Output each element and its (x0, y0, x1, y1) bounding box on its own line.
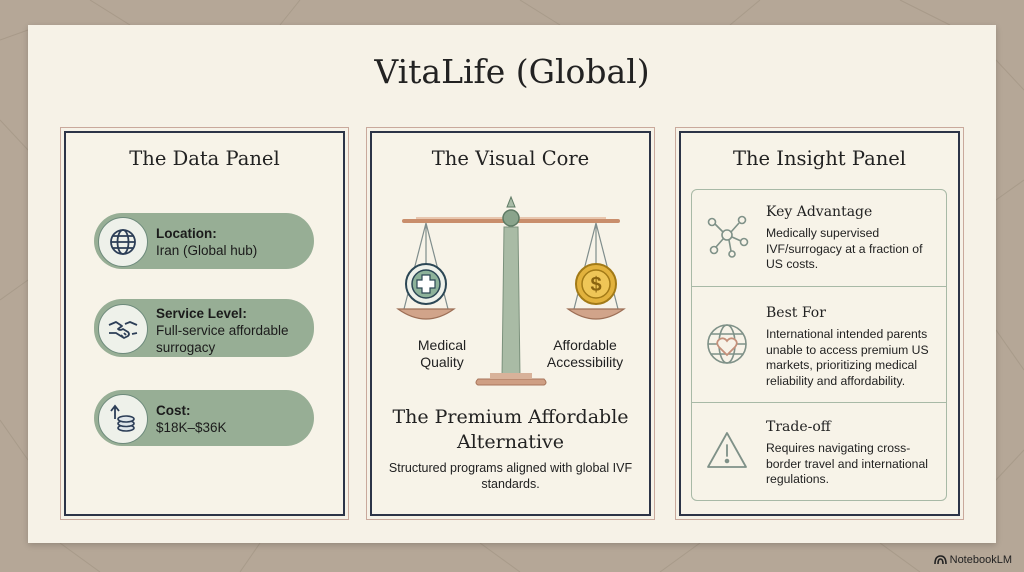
best-for-body: International intended parents unable to… (766, 327, 929, 388)
location-value: Iran (Global hub) (156, 243, 258, 258)
insight-row-trade-off: Trade-off Requires navigating cross-bord… (692, 402, 946, 501)
handshake-icon (108, 321, 138, 339)
svg-text:$: $ (590, 274, 601, 296)
insight-row-key-advantage: Key Advantage Medically supervised IVF/s… (692, 190, 946, 286)
insight-row-best-for: Best For International intended parents … (692, 286, 946, 403)
affordable-accessibility-caption: Affordable Accessibility (546, 337, 624, 370)
location-pill: Location: Iran (Global hub) (94, 213, 314, 269)
cost-label: Cost: (156, 403, 191, 418)
data-panel: The Data Panel Location: Iran (Global hu… (60, 127, 349, 520)
globe-heart-icon (707, 324, 747, 364)
coins-icon (110, 404, 135, 432)
data-panel-title: The Data Panel (129, 147, 280, 170)
key-advantage-body: Medically supervised IVF/surrogacy at a … (766, 226, 923, 271)
trade-off-heading: Trade-off (766, 419, 831, 435)
logo-text: NotebookLM (949, 554, 1012, 566)
service-level-pill: Service Level: Full-service affordable s… (94, 299, 314, 357)
best-for-heading: Best For (766, 305, 826, 321)
service-level-label: Service Level: (156, 306, 247, 321)
insight-panel-title: The Insight Panel (732, 147, 907, 170)
notebooklm-icon (933, 555, 947, 565)
notebooklm-logo: NotebookLM (933, 554, 1012, 566)
cost-value: $18K–$36K (156, 420, 227, 435)
service-level-value: Full-service affordable surrogacy (156, 323, 289, 355)
key-advantage-heading: Key Advantage (766, 204, 873, 220)
visual-core-panel: The Visual Core $ Medical Quality Afford… (366, 127, 655, 520)
insight-list: Key Advantage Medically supervised IVF/s… (691, 189, 947, 501)
location-label: Location: (156, 226, 217, 241)
page-title: VitaLife (Global) (374, 52, 650, 91)
visual-core-title: The Visual Core (431, 147, 590, 170)
insight-panel: The Insight Panel Key Advantage Medicall… (675, 127, 964, 520)
headline: The Premium Affordable Alternative (392, 406, 629, 453)
balance-scale-illustration: $ (396, 195, 626, 386)
cost-pill: Cost: $18K–$36K (94, 390, 314, 446)
subtext: Structured programs aligned with global … (388, 461, 633, 491)
medical-quality-caption: Medical Quality (417, 337, 467, 370)
warning-icon (707, 432, 747, 468)
globe-icon (110, 229, 136, 255)
network-icon (707, 215, 749, 258)
trade-off-body: Requires navigating cross-border travel … (766, 441, 928, 486)
